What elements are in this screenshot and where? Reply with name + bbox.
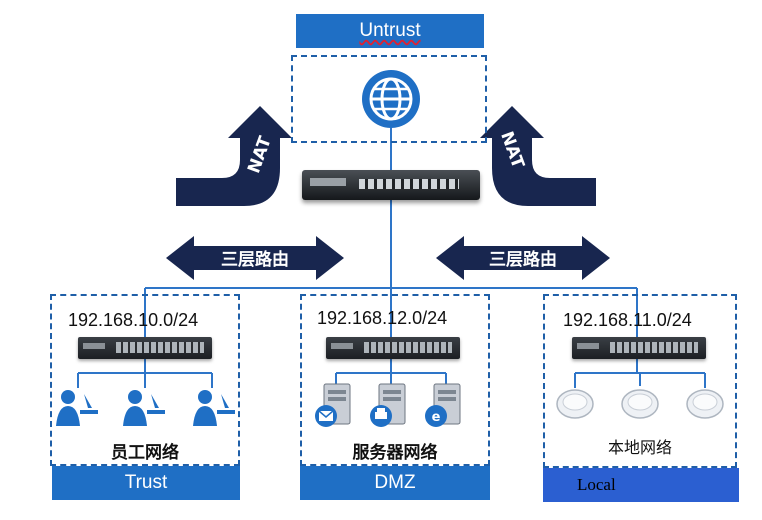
print-server-icon [370,383,406,427]
trust-label-bar: Trust [52,466,240,500]
dmz-zone [300,294,490,466]
routing-right-arrow: 三层路由 [436,236,610,280]
switch-ports [363,342,452,353]
access-point-icon [686,389,724,419]
dmz-switch [326,337,460,359]
dmz-label-bar: DMZ [300,466,490,500]
firewall-router [302,170,480,200]
routing-right-label: 三层路由 [489,249,557,270]
dmz-network-name: 服务器网络 [352,443,438,463]
local-label-bar: Local [543,468,739,502]
employee-icon [193,390,235,426]
switch-badge [577,343,599,349]
svg-text:e: e [432,410,441,425]
employee-icon [123,390,165,426]
access-point-icon [621,389,659,419]
local-network-name: 本地网络 [607,438,672,457]
local-subnet: 192.168.11.0/24 [563,310,692,330]
trust-zone [50,294,240,466]
switch-ports [115,342,204,353]
router-ports [358,179,459,189]
trust-subnet: 192.168.10.0/24 [68,310,199,330]
globe-icon [362,70,420,128]
local-zone [543,294,737,468]
untrust-label: Untrust [359,20,421,41]
dmz-label: DMZ [374,472,416,493]
nat-left-arrow: NAT [176,106,292,206]
nat-right-arrow: NAT [480,106,596,206]
switch-badge [83,343,105,349]
access-point-icon [556,389,594,419]
web-server-icon: e [425,383,461,427]
local-label: Local [577,475,616,494]
employee-icon [56,390,98,426]
local-switch [572,337,706,359]
untrust-zone [291,55,487,143]
trust-network-name: 员工网络 [111,443,179,463]
routing-left-arrow: 三层路由 [166,236,344,280]
mail-server-icon [315,383,351,427]
router-brand-badge [310,178,346,186]
untrust-label-bar: Untrust [296,14,484,48]
trust-label: Trust [124,472,168,493]
dmz-subnet: 192.168.12.0/24 [317,308,448,328]
trust-switch [78,337,212,359]
routing-left-label: 三层路由 [221,249,289,270]
switch-ports [609,342,698,353]
switch-badge [331,343,353,349]
